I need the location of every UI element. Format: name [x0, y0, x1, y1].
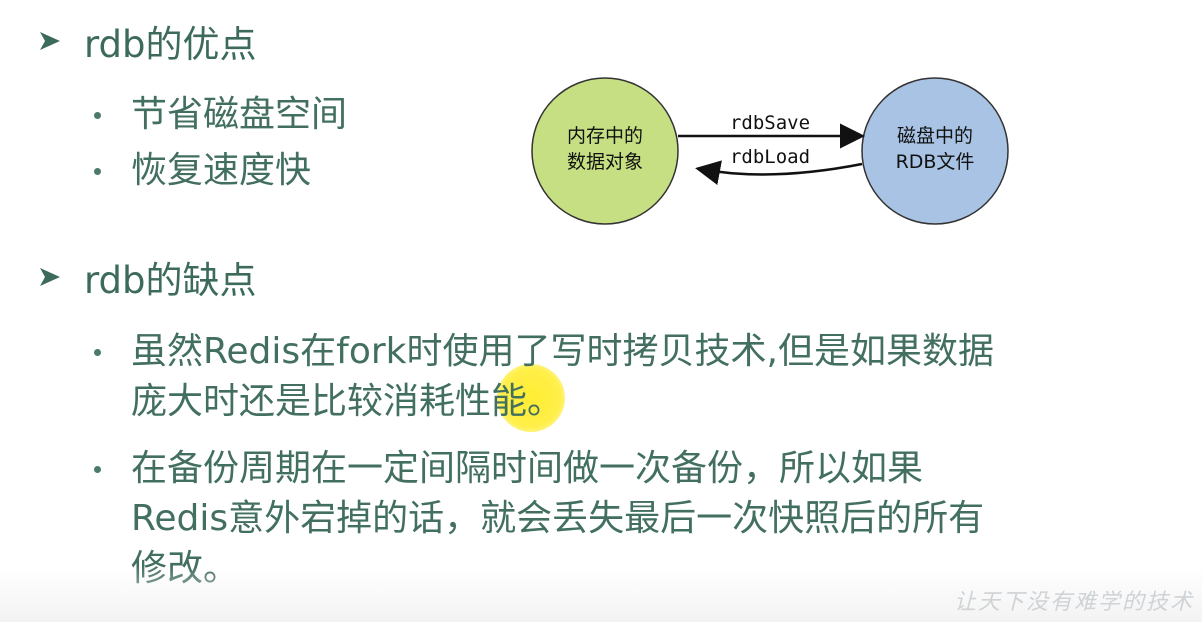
disadvantage-text: 虽然Redis在fork时使用了写时拷贝技术,但是如果数据 庞大时还是比较消耗性…: [131, 331, 994, 422]
rdbload-arrow: [695, 160, 863, 185]
memory-node: [531, 77, 679, 225]
bullet-dot-icon: [94, 112, 101, 119]
advantage-item: 节省磁盘空间: [94, 90, 347, 140]
rdb-diagram: 内存中的 数据对象 磁盘中的 RDB文件 rdbSave rdbLoad: [531, 77, 1009, 225]
rdbload-label: rdbLoad: [730, 146, 810, 168]
advantage-item: 恢复速度快: [94, 146, 311, 196]
rdbsave-label: rdbSave: [730, 112, 810, 134]
disk-node-line1: 磁盘中的: [897, 125, 973, 147]
memory-node-line1: 内存中的: [567, 125, 643, 147]
disk-node: [861, 77, 1009, 225]
disadvantage-item: 虽然Redis在fork时使用了写时拷贝技术,但是如果数据 庞大时还是比较消耗性…: [94, 327, 994, 427]
bullet-dot-icon: [94, 349, 101, 356]
section-advantages-title: rdb的优点: [38, 14, 257, 68]
section-title-text: rdb的缺点: [84, 259, 257, 302]
bullet-dot-icon: [94, 466, 101, 473]
memory-node-line2: 数据对象: [567, 151, 643, 173]
arrow-bullet-icon: [40, 268, 60, 286]
advantage-text: 恢复速度快: [131, 150, 312, 191]
arrow-bullet-icon: [40, 32, 60, 50]
section-title-text: rdb的优点: [84, 23, 257, 66]
cursor-highlight: [497, 364, 565, 432]
disadvantage-text: 在备份周期在一定间隔时间做一次备份，所以如果 Redis意外宕掉的话，就会丢失最…: [131, 448, 985, 589]
watermark: 让天下没有难学的技术: [953, 590, 1194, 615]
advantage-text: 节省磁盘空间: [131, 94, 348, 135]
disadvantage-item: 在备份周期在一定间隔时间做一次备份，所以如果 Redis意外宕掉的话，就会丢失最…: [94, 444, 984, 594]
bullet-dot-icon: [94, 168, 101, 175]
section-disadvantages-title: rdb的缺点: [38, 250, 257, 304]
footer-band: [0, 566, 1202, 622]
disk-node-line2: RDB文件: [896, 151, 975, 173]
